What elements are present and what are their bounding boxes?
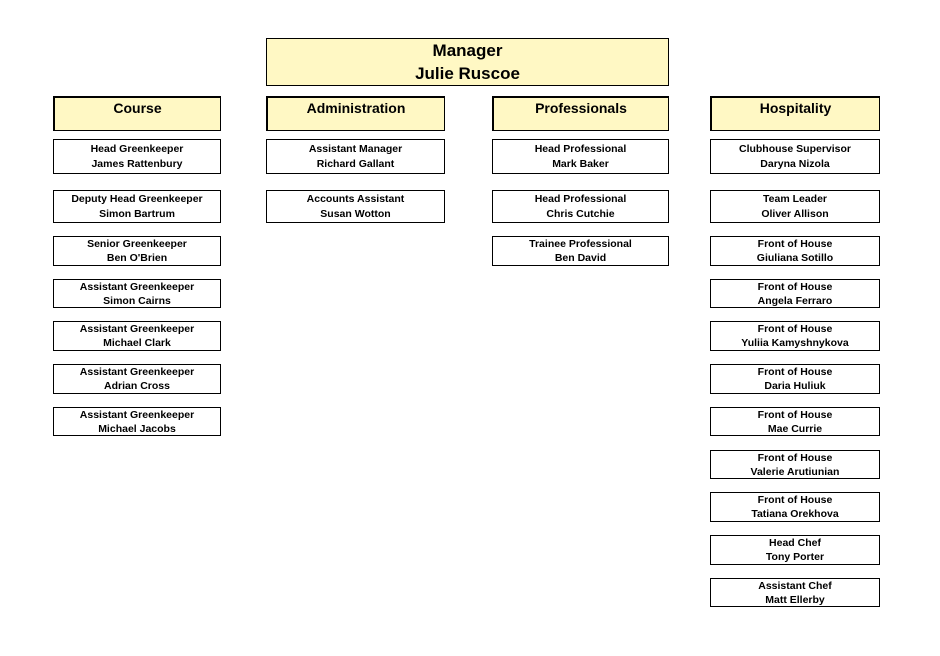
staff-role: Assistant Greenkeeper: [79, 408, 195, 421]
staff-role: Deputy Head Greenkeeper: [71, 193, 203, 206]
staff-name: Matt Ellerby: [765, 593, 825, 606]
staff-name: Ben O'Brien: [106, 252, 168, 264]
staff-role: Head Greenkeeper: [90, 142, 184, 155]
dept-header-hospitality: Hospitality: [710, 96, 880, 131]
staff-box: Assistant Chef Matt Ellerby: [710, 578, 880, 607]
manager-name: Julie Ruscoe: [415, 64, 520, 83]
staff-name: Tatiana Orekhova: [751, 508, 839, 520]
staff-role: Senior Greenkeeper: [87, 238, 187, 250]
staff-box: Front of House Yuliia Kamyshnykova: [710, 321, 880, 351]
staff-box: Trainee Professional Ben David: [492, 236, 669, 266]
staff-box: Front of House Tatiana Orekhova: [710, 492, 880, 522]
staff-box: Head Professional Mark Baker: [492, 139, 669, 174]
staff-box: Assistant Manager Richard Gallant: [266, 139, 445, 174]
staff-box: Accounts Assistant Susan Wotton: [266, 190, 445, 223]
staff-box: Front of House Daria Huliuk: [710, 364, 880, 394]
dept-header-professionals: Professionals: [492, 96, 669, 131]
staff-name: Daryna Nizola: [760, 158, 830, 171]
staff-role: Clubhouse Supervisor: [738, 142, 852, 155]
staff-box: Assistant Greenkeeper Michael Clark: [53, 321, 221, 351]
staff-box: Front of House Valerie Arutiunian: [710, 450, 880, 479]
dept-header-administration: Administration: [266, 96, 445, 131]
staff-role: Front of House: [757, 366, 833, 378]
dept-name: Administration: [306, 100, 406, 116]
staff-box: Team Leader Oliver Allison: [710, 190, 880, 223]
staff-role: Accounts Assistant: [306, 193, 405, 206]
staff-name: James Rattenbury: [91, 158, 183, 171]
dept-name: Course: [113, 100, 162, 116]
staff-box: Front of House Giuliana Sotillo: [710, 236, 880, 266]
staff-name: Michael Clark: [103, 337, 171, 349]
staff-name: Mae Currie: [767, 422, 823, 435]
staff-role: Front of House: [757, 408, 833, 421]
staff-role: Head Professional: [534, 193, 627, 206]
staff-name: Susan Wotton: [320, 207, 391, 220]
manager-box: Manager Julie Ruscoe: [266, 38, 669, 86]
staff-box: Assistant Greenkeeper Adrian Cross: [53, 364, 221, 394]
staff-box: Clubhouse Supervisor Daryna Nizola: [710, 139, 880, 174]
staff-box: Head Chef Tony Porter: [710, 535, 880, 565]
staff-name: Angela Ferraro: [757, 294, 833, 307]
staff-name: Giuliana Sotillo: [756, 252, 834, 264]
staff-role: Assistant Greenkeeper: [79, 366, 195, 378]
dept-name: Hospitality: [759, 100, 832, 116]
staff-box: Front of House Mae Currie: [710, 407, 880, 436]
staff-role: Front of House: [757, 280, 833, 293]
staff-role: Assistant Greenkeeper: [79, 323, 195, 335]
staff-box: Deputy Head Greenkeeper Simon Bartrum: [53, 190, 221, 223]
dept-header-course: Course: [53, 96, 221, 131]
manager-title: Manager: [432, 41, 503, 60]
staff-name: Michael Jacobs: [98, 422, 176, 435]
staff-role: Front of House: [757, 451, 833, 464]
staff-role: Trainee Professional: [529, 238, 632, 250]
staff-role: Front of House: [757, 323, 833, 335]
staff-role: Assistant Manager: [308, 142, 403, 155]
staff-name: Simon Bartrum: [99, 207, 175, 220]
staff-box: Senior Greenkeeper Ben O'Brien: [53, 236, 221, 266]
staff-name: Adrian Cross: [104, 380, 170, 392]
staff-box: Assistant Greenkeeper Simon Cairns: [53, 279, 221, 308]
staff-name: Mark Baker: [552, 158, 609, 171]
staff-role: Front of House: [757, 494, 833, 506]
staff-name: Ben David: [554, 252, 607, 264]
staff-name: Yuliia Kamyshnykova: [741, 337, 849, 349]
staff-box: Head Professional Chris Cutchie: [492, 190, 669, 223]
staff-role: Team Leader: [763, 193, 827, 206]
staff-name: Valerie Arutiunian: [750, 465, 840, 478]
staff-role: Front of House: [757, 238, 833, 250]
staff-name: Daria Huliuk: [764, 380, 826, 392]
staff-role: Assistant Chef: [758, 579, 832, 592]
staff-name: Richard Gallant: [316, 158, 395, 171]
staff-role: Assistant Greenkeeper: [79, 280, 195, 293]
staff-name: Tony Porter: [765, 551, 825, 563]
staff-name: Chris Cutchie: [546, 207, 615, 220]
staff-role: Head Professional: [534, 142, 627, 155]
staff-name: Oliver Allison: [761, 207, 829, 220]
staff-box: Assistant Greenkeeper Michael Jacobs: [53, 407, 221, 436]
staff-box: Head Greenkeeper James Rattenbury: [53, 139, 221, 174]
staff-role: Head Chef: [769, 537, 821, 549]
staff-name: Simon Cairns: [103, 294, 171, 307]
dept-name: Professionals: [535, 100, 627, 116]
staff-box: Front of House Angela Ferraro: [710, 279, 880, 308]
